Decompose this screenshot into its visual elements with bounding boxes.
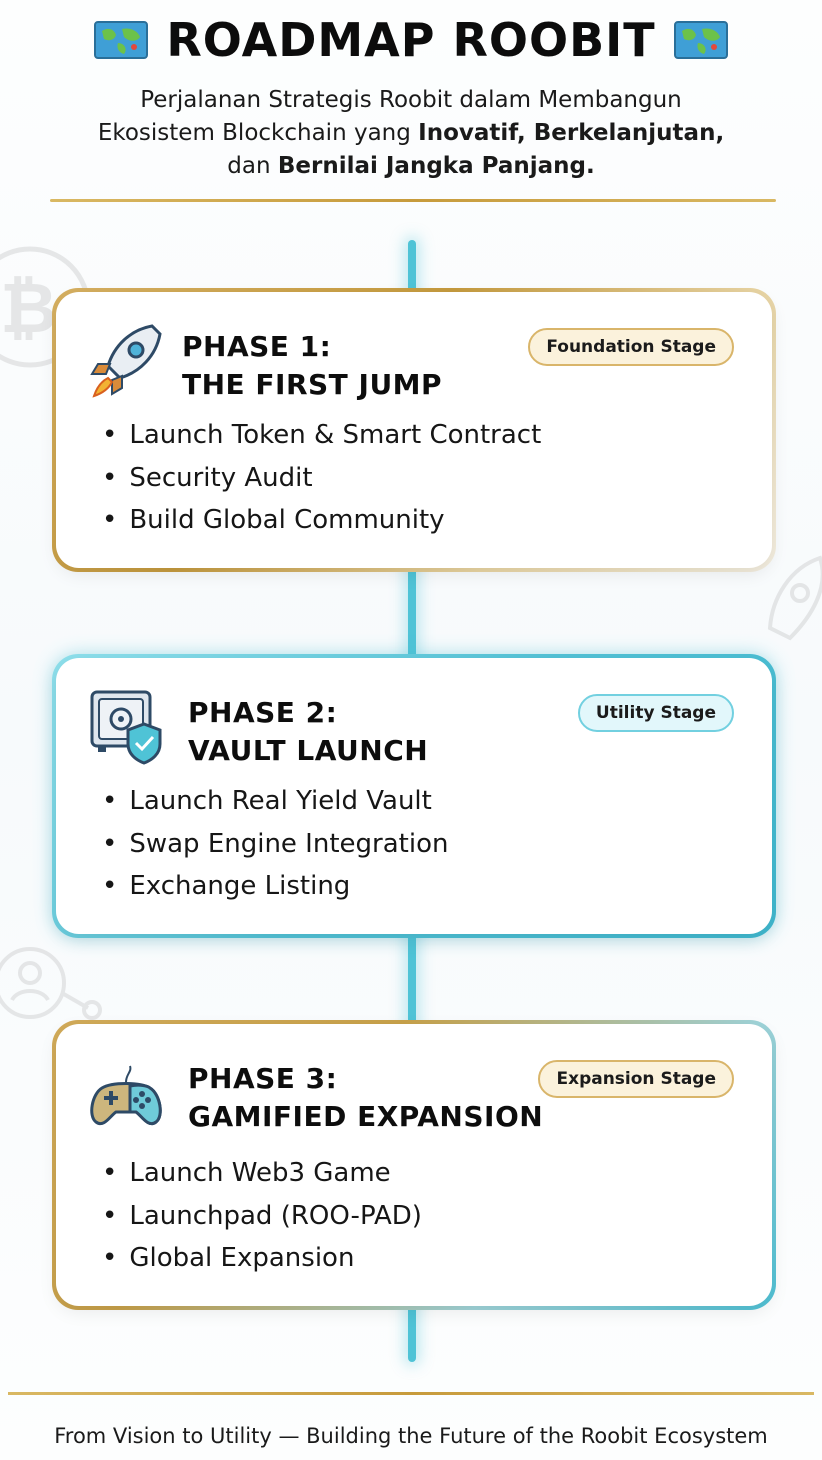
phase-3-label: PHASE 3: bbox=[188, 1062, 338, 1095]
phase-card-1: PHASE 1: THE FIRST JUMP Foundation Stage… bbox=[52, 288, 776, 572]
subtitle-line-2-plain: Ekosistem Blockchain yang bbox=[97, 120, 419, 146]
stage-badge: Expansion Stage bbox=[538, 1060, 734, 1098]
page-title: ROADMAP ROOBIT bbox=[166, 13, 656, 67]
phase-1-list: Launch Token & Smart Contract Security A… bbox=[102, 414, 541, 542]
list-item: Launch Real Yield Vault bbox=[102, 780, 448, 823]
list-item: Build Global Community bbox=[102, 499, 541, 542]
phase-card-3: PHASE 3: GAMIFIED EXPANSION Expansion St… bbox=[52, 1020, 776, 1310]
page-subtitle: Perjalanan Strategis Roobit dalam Memban… bbox=[40, 84, 782, 183]
world-map-icon bbox=[673, 21, 728, 59]
phase-1-label: PHASE 1: bbox=[182, 330, 332, 363]
list-item: Global Expansion bbox=[102, 1237, 422, 1280]
phase-2-list: Launch Real Yield Vault Swap Engine Inte… bbox=[102, 780, 448, 908]
list-item: Exchange Listing bbox=[102, 865, 448, 908]
rocket-icon bbox=[90, 324, 162, 398]
world-map-icon bbox=[94, 21, 149, 59]
svg-text:₿: ₿ bbox=[0, 267, 57, 349]
phase-3-title: PHASE 3: GAMIFIED EXPANSION bbox=[188, 1060, 543, 1136]
subtitle-line-2: Ekosistem Blockchain yang Inovatif, Berk… bbox=[40, 117, 782, 150]
phase-card-2: PHASE 2: VAULT LAUNCH Utility Stage Laun… bbox=[52, 654, 776, 938]
phase-1-title: PHASE 1: THE FIRST JUMP bbox=[182, 328, 442, 404]
header-divider bbox=[50, 199, 776, 202]
subtitle-line-2-bold: Inovatif, Berkelanjutan, bbox=[418, 120, 725, 146]
vault-shield-icon bbox=[90, 690, 162, 765]
subtitle-line-3: dan Bernilai Jangka Panjang. bbox=[40, 150, 782, 183]
phase-1-name: THE FIRST JUMP bbox=[182, 368, 443, 401]
list-item: Swap Engine Integration bbox=[102, 823, 448, 866]
phase-card-1-inner: PHASE 1: THE FIRST JUMP Foundation Stage… bbox=[56, 292, 772, 568]
gamepad-icon bbox=[90, 1065, 162, 1126]
list-item: Launchpad (ROO-PAD) bbox=[102, 1195, 422, 1238]
list-item: Security Audit bbox=[102, 457, 541, 500]
list-item: Launch Web3 Game bbox=[102, 1152, 422, 1195]
subtitle-line-3-bold: Bernilai Jangka Panjang. bbox=[277, 153, 595, 179]
network-user-watermark-icon bbox=[0, 947, 102, 1020]
phase-card-3-inner: PHASE 3: GAMIFIED EXPANSION Expansion St… bbox=[56, 1024, 772, 1306]
list-item: Launch Token & Smart Contract bbox=[102, 414, 541, 457]
phase-2-label: PHASE 2: bbox=[188, 696, 338, 729]
phase-2-name: VAULT LAUNCH bbox=[188, 734, 429, 767]
stage-badge: Utility Stage bbox=[577, 694, 734, 732]
header-title-row: ROADMAP ROOBIT bbox=[0, 8, 822, 72]
phase-2-title: PHASE 2: VAULT LAUNCH bbox=[188, 694, 428, 770]
footer-divider bbox=[8, 1392, 814, 1395]
footer-tagline: From Vision to Utility — Building the Fu… bbox=[54, 1424, 768, 1448]
phase-card-2-inner: PHASE 2: VAULT LAUNCH Utility Stage Laun… bbox=[56, 658, 772, 934]
phase-3-list: Launch Web3 Game Launchpad (ROO-PAD) Glo… bbox=[102, 1152, 422, 1280]
bitcoin-watermark-icon: ₿ bbox=[0, 246, 91, 368]
phase-3-name: GAMIFIED EXPANSION bbox=[188, 1100, 544, 1133]
stage-badge: Foundation Stage bbox=[528, 328, 734, 366]
subtitle-line-3-plain: dan bbox=[227, 153, 278, 179]
subtitle-line-1: Perjalanan Strategis Roobit dalam Memban… bbox=[140, 87, 682, 113]
rocket-watermark-icon bbox=[767, 555, 822, 641]
